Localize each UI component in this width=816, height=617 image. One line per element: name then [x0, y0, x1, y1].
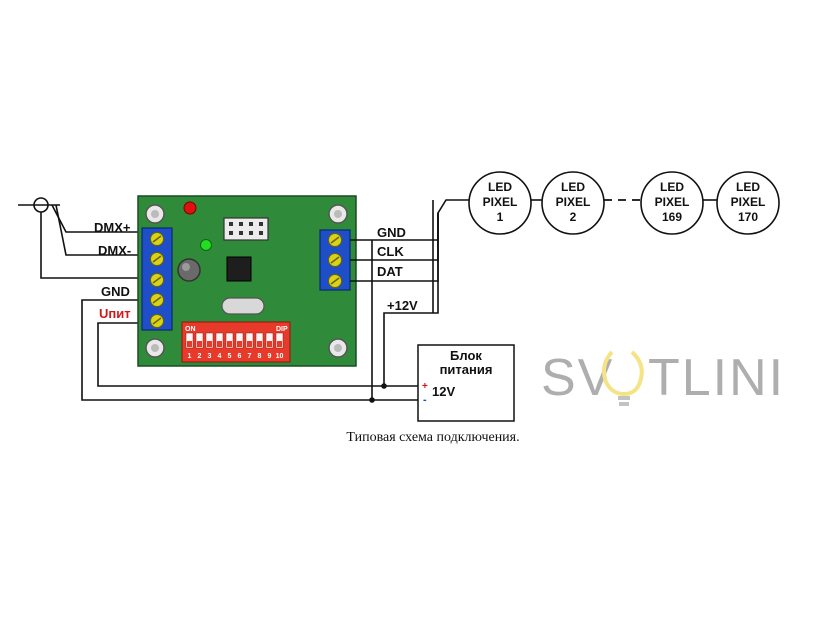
- led-pixel-label: PIXEL: [655, 195, 690, 209]
- dip-lever: [225, 332, 234, 349]
- led-pixel-label: PIXEL: [731, 195, 766, 209]
- led-pixel-circle: [716, 171, 780, 235]
- gnd-wire: [81, 299, 418, 401]
- dip-number: 6: [238, 353, 242, 360]
- dip-number: 5: [228, 353, 232, 360]
- dmx-plus-label: DMX+: [94, 220, 131, 235]
- psu-title-line1: Блок: [450, 348, 482, 363]
- output-wires: [350, 199, 470, 400]
- dmx-plus-wire: [51, 204, 142, 233]
- ic-chip: [226, 256, 252, 282]
- gnd-out-label: GND: [377, 225, 406, 240]
- output-terminal-block: [319, 229, 351, 291]
- push-button: [177, 258, 201, 282]
- dip-number: 2: [198, 353, 202, 360]
- output-gnd-wire: [350, 199, 470, 241]
- dip-number: 1: [188, 353, 192, 360]
- dip-number: 10: [276, 353, 284, 360]
- dip-levers: [185, 332, 284, 349]
- header-pin: [239, 222, 243, 226]
- led-pixel-circle: [468, 171, 532, 235]
- svg-text:SV: SV: [541, 349, 614, 407]
- mounting-holes: [145, 204, 348, 358]
- dmx-minus-label: DMX-: [98, 243, 131, 258]
- output-12v-wire: [383, 213, 439, 386]
- dip-number: 8: [258, 353, 262, 360]
- dmx-minus-wire: [55, 204, 142, 256]
- psu-voltage: 12V: [432, 384, 455, 399]
- dip-lever: [215, 332, 224, 349]
- dip-lever: [265, 332, 274, 349]
- u-pit-label: Uпит: [99, 306, 131, 321]
- u-pit-wire: [97, 322, 418, 387]
- shield-wire: [40, 212, 142, 279]
- led-pixel-label: PIXEL: [556, 195, 591, 209]
- dip-number: 9: [268, 353, 272, 360]
- header-pin: [259, 222, 263, 226]
- red-led: [183, 201, 197, 215]
- led-pixel-circle: [541, 171, 605, 235]
- dip-number: 7: [248, 353, 252, 360]
- crystal-oscillator: [221, 297, 265, 315]
- dmx-input-cable: [18, 197, 142, 279]
- power-supply-box: [417, 344, 515, 422]
- watermark-logo: SVETLINI SV TLINI: [541, 349, 785, 407]
- led-pixel-label: 170: [738, 210, 758, 224]
- led-pixel-circle: [640, 171, 704, 235]
- dip-lever: [255, 332, 264, 349]
- led-pixel-label: 169: [662, 210, 682, 224]
- led-pixel-label: LED: [488, 180, 512, 194]
- psu-minus-sign: -: [423, 394, 427, 406]
- svg-text:TLINI: TLINI: [648, 349, 785, 407]
- header-pin: [259, 231, 263, 235]
- dip-number: 3: [208, 353, 212, 360]
- led-pixel-label: LED: [736, 180, 760, 194]
- green-led: [200, 239, 212, 251]
- junction-dot-12v: [381, 383, 387, 389]
- dip-number: 4: [218, 353, 222, 360]
- gnd-in-label: GND: [101, 284, 130, 299]
- led-pixel-label: PIXEL: [483, 195, 518, 209]
- header-pin: [229, 222, 233, 226]
- led-pixel-label: 1: [497, 210, 504, 224]
- header-pin: [239, 231, 243, 235]
- led-pixel-label: LED: [561, 180, 585, 194]
- dip-lever: [185, 332, 194, 349]
- header-pin: [229, 231, 233, 235]
- clk-label: CLK: [377, 244, 404, 259]
- pin-header: [223, 217, 269, 241]
- dat-label: DAT: [377, 264, 403, 279]
- header-pin: [249, 222, 253, 226]
- led-pixel-label: 2: [570, 210, 577, 224]
- dip-lever: [245, 332, 254, 349]
- dip-on-label: ON: [185, 326, 196, 333]
- dip-dip-label: DIP: [276, 326, 288, 333]
- lightbulb-icon: [602, 350, 644, 406]
- input-terminal-block: [141, 227, 173, 331]
- power-input-wires: [81, 299, 418, 401]
- diagram-caption: Типовая схема подключения.: [346, 430, 519, 445]
- junction-dot-gnd: [369, 397, 375, 403]
- power-supply: Блок питания + - 12V: [417, 344, 515, 422]
- dip-lever: [195, 332, 204, 349]
- plus-12v-label: +12V: [387, 298, 418, 313]
- led-pixel-label: LED: [660, 180, 684, 194]
- dip-lever: [275, 332, 284, 349]
- psu-plus-sign: +: [422, 381, 428, 392]
- header-pin: [249, 231, 253, 235]
- dip-lever: [235, 332, 244, 349]
- dip-lever: [205, 332, 214, 349]
- psu-title-line2: питания: [440, 362, 493, 377]
